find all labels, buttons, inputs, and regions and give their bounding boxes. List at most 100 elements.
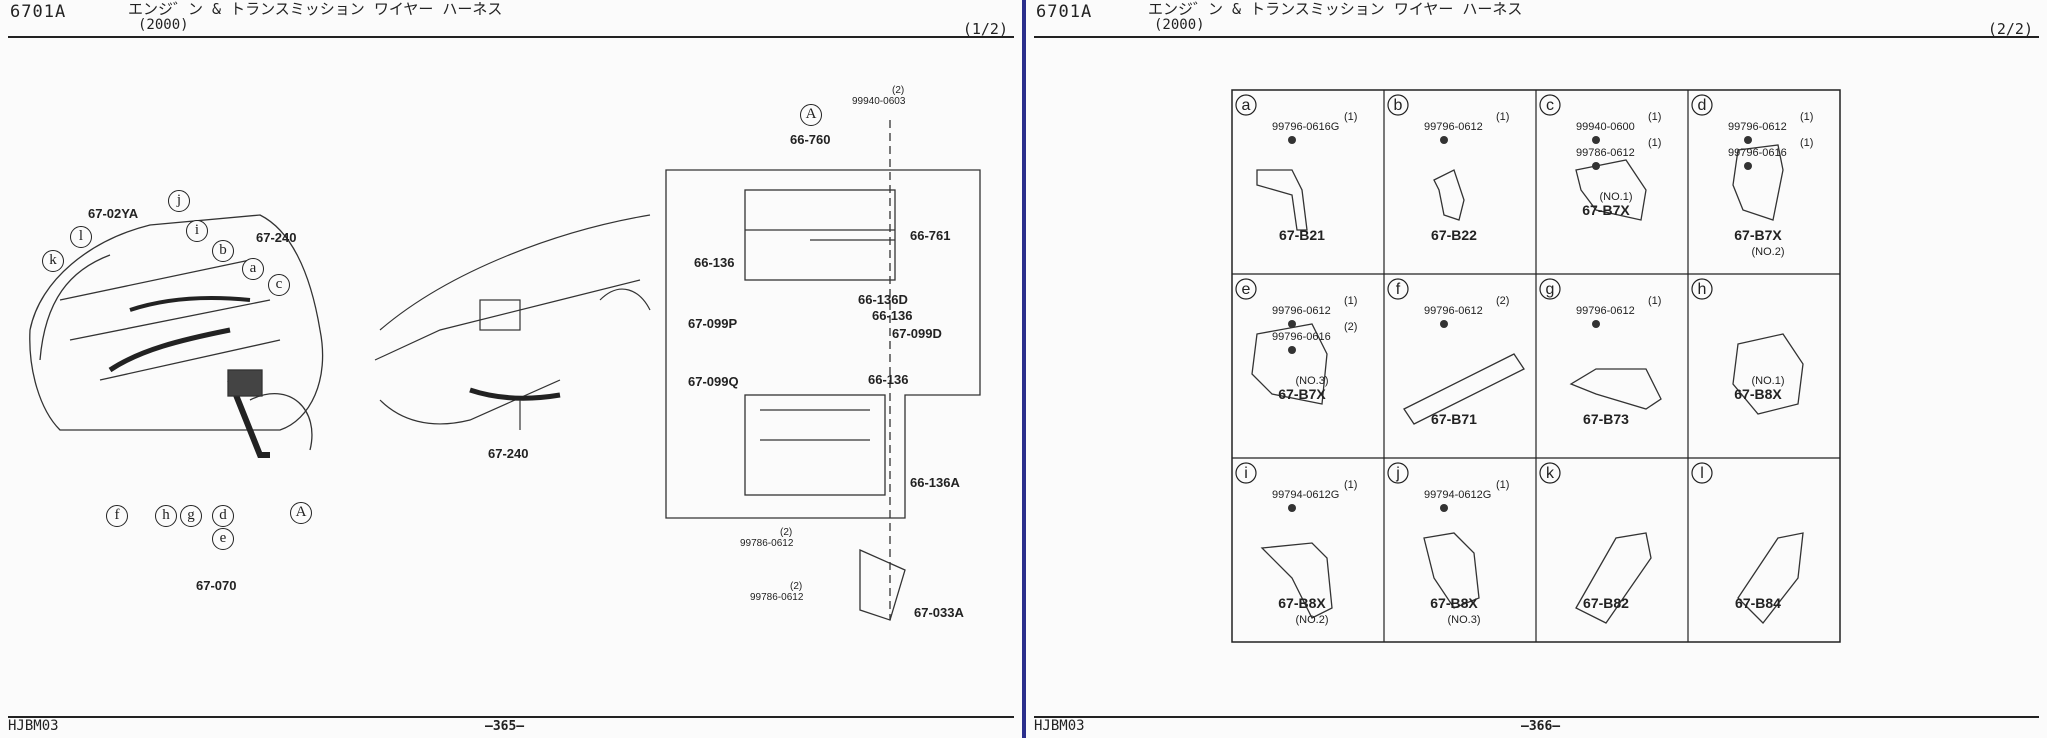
bolt-part-number: 99796-0612 [1272,305,1331,317]
fuse-box-assembly [665,120,981,621]
footer-rule [1034,716,2039,718]
callout-j: j [168,190,190,212]
cell-letter: d [1698,97,1707,114]
page-indicator: (2/2) [1987,20,2033,38]
part-label-fusebox: 66-136A [910,475,960,490]
bracket-illustration [1260,542,1333,619]
bracket-cell-h: h (NO.1)67-B8X [1691,278,1804,415]
part-label-fusebox: 66-136 [868,372,909,387]
bolt-part-number: 99796-0612 [1576,305,1635,317]
bolt-qty: (1) [1648,295,1661,307]
cell-letter: a [1242,97,1251,114]
bolt-part-number: 99794-0612G [1424,489,1491,501]
bolt-part-number: 99796-0616G [1272,121,1339,133]
cell-letter: e [1242,281,1251,298]
cell-letter: j [1395,465,1400,482]
footer-code: HJBM03 [8,718,59,734]
cell-letter: h [1698,281,1707,298]
bolt-qty: (1) [1648,137,1661,149]
bracket-illustration [1575,159,1647,221]
bracket-illustration [1737,532,1804,624]
header-subtitle: (2000) [138,17,189,33]
bolt-qty: (2) [1344,321,1357,333]
bolt-part-number: 99786-0612 [750,592,804,603]
bracket-illustration [1256,169,1308,231]
bolt-part-number: 99796-0612 [1424,121,1483,133]
header-code: 6701A [1036,2,1093,22]
footer-rule [8,716,1014,718]
bracket-illustration [1732,333,1804,415]
part-number: 67-B22 [1431,227,1477,243]
part-variant: (NO.2) [1752,246,1785,258]
bracket-cell-c: c(1)99940-0600(1)99786-0612(NO.1)67-B7X [1539,94,1661,221]
part-label-fusebox: 67-099D [892,326,942,341]
bracket-illustration [1575,532,1652,624]
callout-c: c [268,274,290,296]
page-divider [1022,0,1026,738]
part-label-dashboard: 67-240 [488,446,529,461]
part-number: 67-B71 [1431,411,1477,427]
callout-e: e [212,528,234,550]
page-indicator: (1/2) [962,20,1008,38]
bracket-illustration [1251,323,1328,405]
bolt-qty: (2) [780,527,793,538]
part-label-fusebox: 66-136 [872,308,913,323]
header-code: 6701A [10,2,67,22]
bracket-illustration [1433,169,1465,221]
part-number: 67-B7X [1582,202,1630,218]
part-label-fusebox: 66-760 [790,132,831,147]
bolt-part-number: 99796-0616 [1728,147,1787,159]
callout-f: f [106,505,128,527]
bolt-part-number: 99794-0612G [1272,489,1339,501]
part-number: 67-B7X [1734,227,1782,243]
part-number: 67-B8X [1278,595,1326,611]
bolt-part-number: 99796-0616 [1272,331,1331,343]
callout-h: h [155,505,177,527]
cell-letter: b [1394,97,1403,114]
part-label-fusebox: 67-033A [914,605,964,620]
callout-A: A [290,502,312,524]
part-variant: (NO.1) [1752,375,1785,387]
header-title: エンジ゛ン & トランスミッション ワイヤー ハーネス [128,0,503,18]
part-number: 67-B73 [1583,411,1629,427]
bracket-illustration [1569,368,1662,410]
bolt-qty: (2) [790,581,803,592]
callout-d: d [212,505,234,527]
part-number: 67-B8X [1734,386,1782,402]
bolt-qty: (2) [892,85,905,96]
cell-letter: g [1546,281,1555,298]
cell-letter: i [1244,465,1248,482]
bolt-qty: (1) [1648,111,1661,123]
part-number: 67-B8X [1430,595,1478,611]
bracket-cell-k: k67-B82 [1539,462,1652,624]
header-rule [1034,36,2039,38]
catalog-page-left: 6701A エンジ゛ン & トランスミッション ワイヤー ハーネス (2000)… [0,0,1022,738]
cell-letter: c [1546,97,1554,114]
header-subtitle: (2000) [1154,17,1205,33]
callout-a: a [242,258,264,280]
part-variant: (NO.2) [1296,614,1329,626]
bolt-qty: (2) [1496,295,1509,307]
part-number: 67-B21 [1279,227,1325,243]
engine-bay-illustration [29,214,324,458]
bolt-qty: (1) [1344,295,1357,307]
harness-diagram [29,120,981,621]
part-label-engine: 67-02YA [88,206,139,221]
callout-l: l [70,226,92,248]
callout-i: i [186,220,208,242]
bolt-part-number: 99796-0612 [1728,121,1787,133]
footer-page-number: —366— [1521,719,1561,734]
bolt-qty: (1) [1344,479,1357,491]
header-rule [8,36,1014,38]
bolt-part-number: 99940-0603 [852,96,906,107]
part-number: 67-B84 [1735,595,1781,611]
header-title: エンジ゛ン & トランスミッション ワイヤー ハーネス [1148,0,1523,18]
part-label-fusebox: 67-099P [688,316,738,331]
bracket-cell-i: i (1) 99794-0612G 67-B8X (NO.2) [1235,462,1357,626]
callout-b: b [212,240,234,262]
callout-A-fusebox: A [800,104,822,126]
callout-k: k [42,250,64,272]
part-variant: (NO.3) [1296,375,1329,387]
